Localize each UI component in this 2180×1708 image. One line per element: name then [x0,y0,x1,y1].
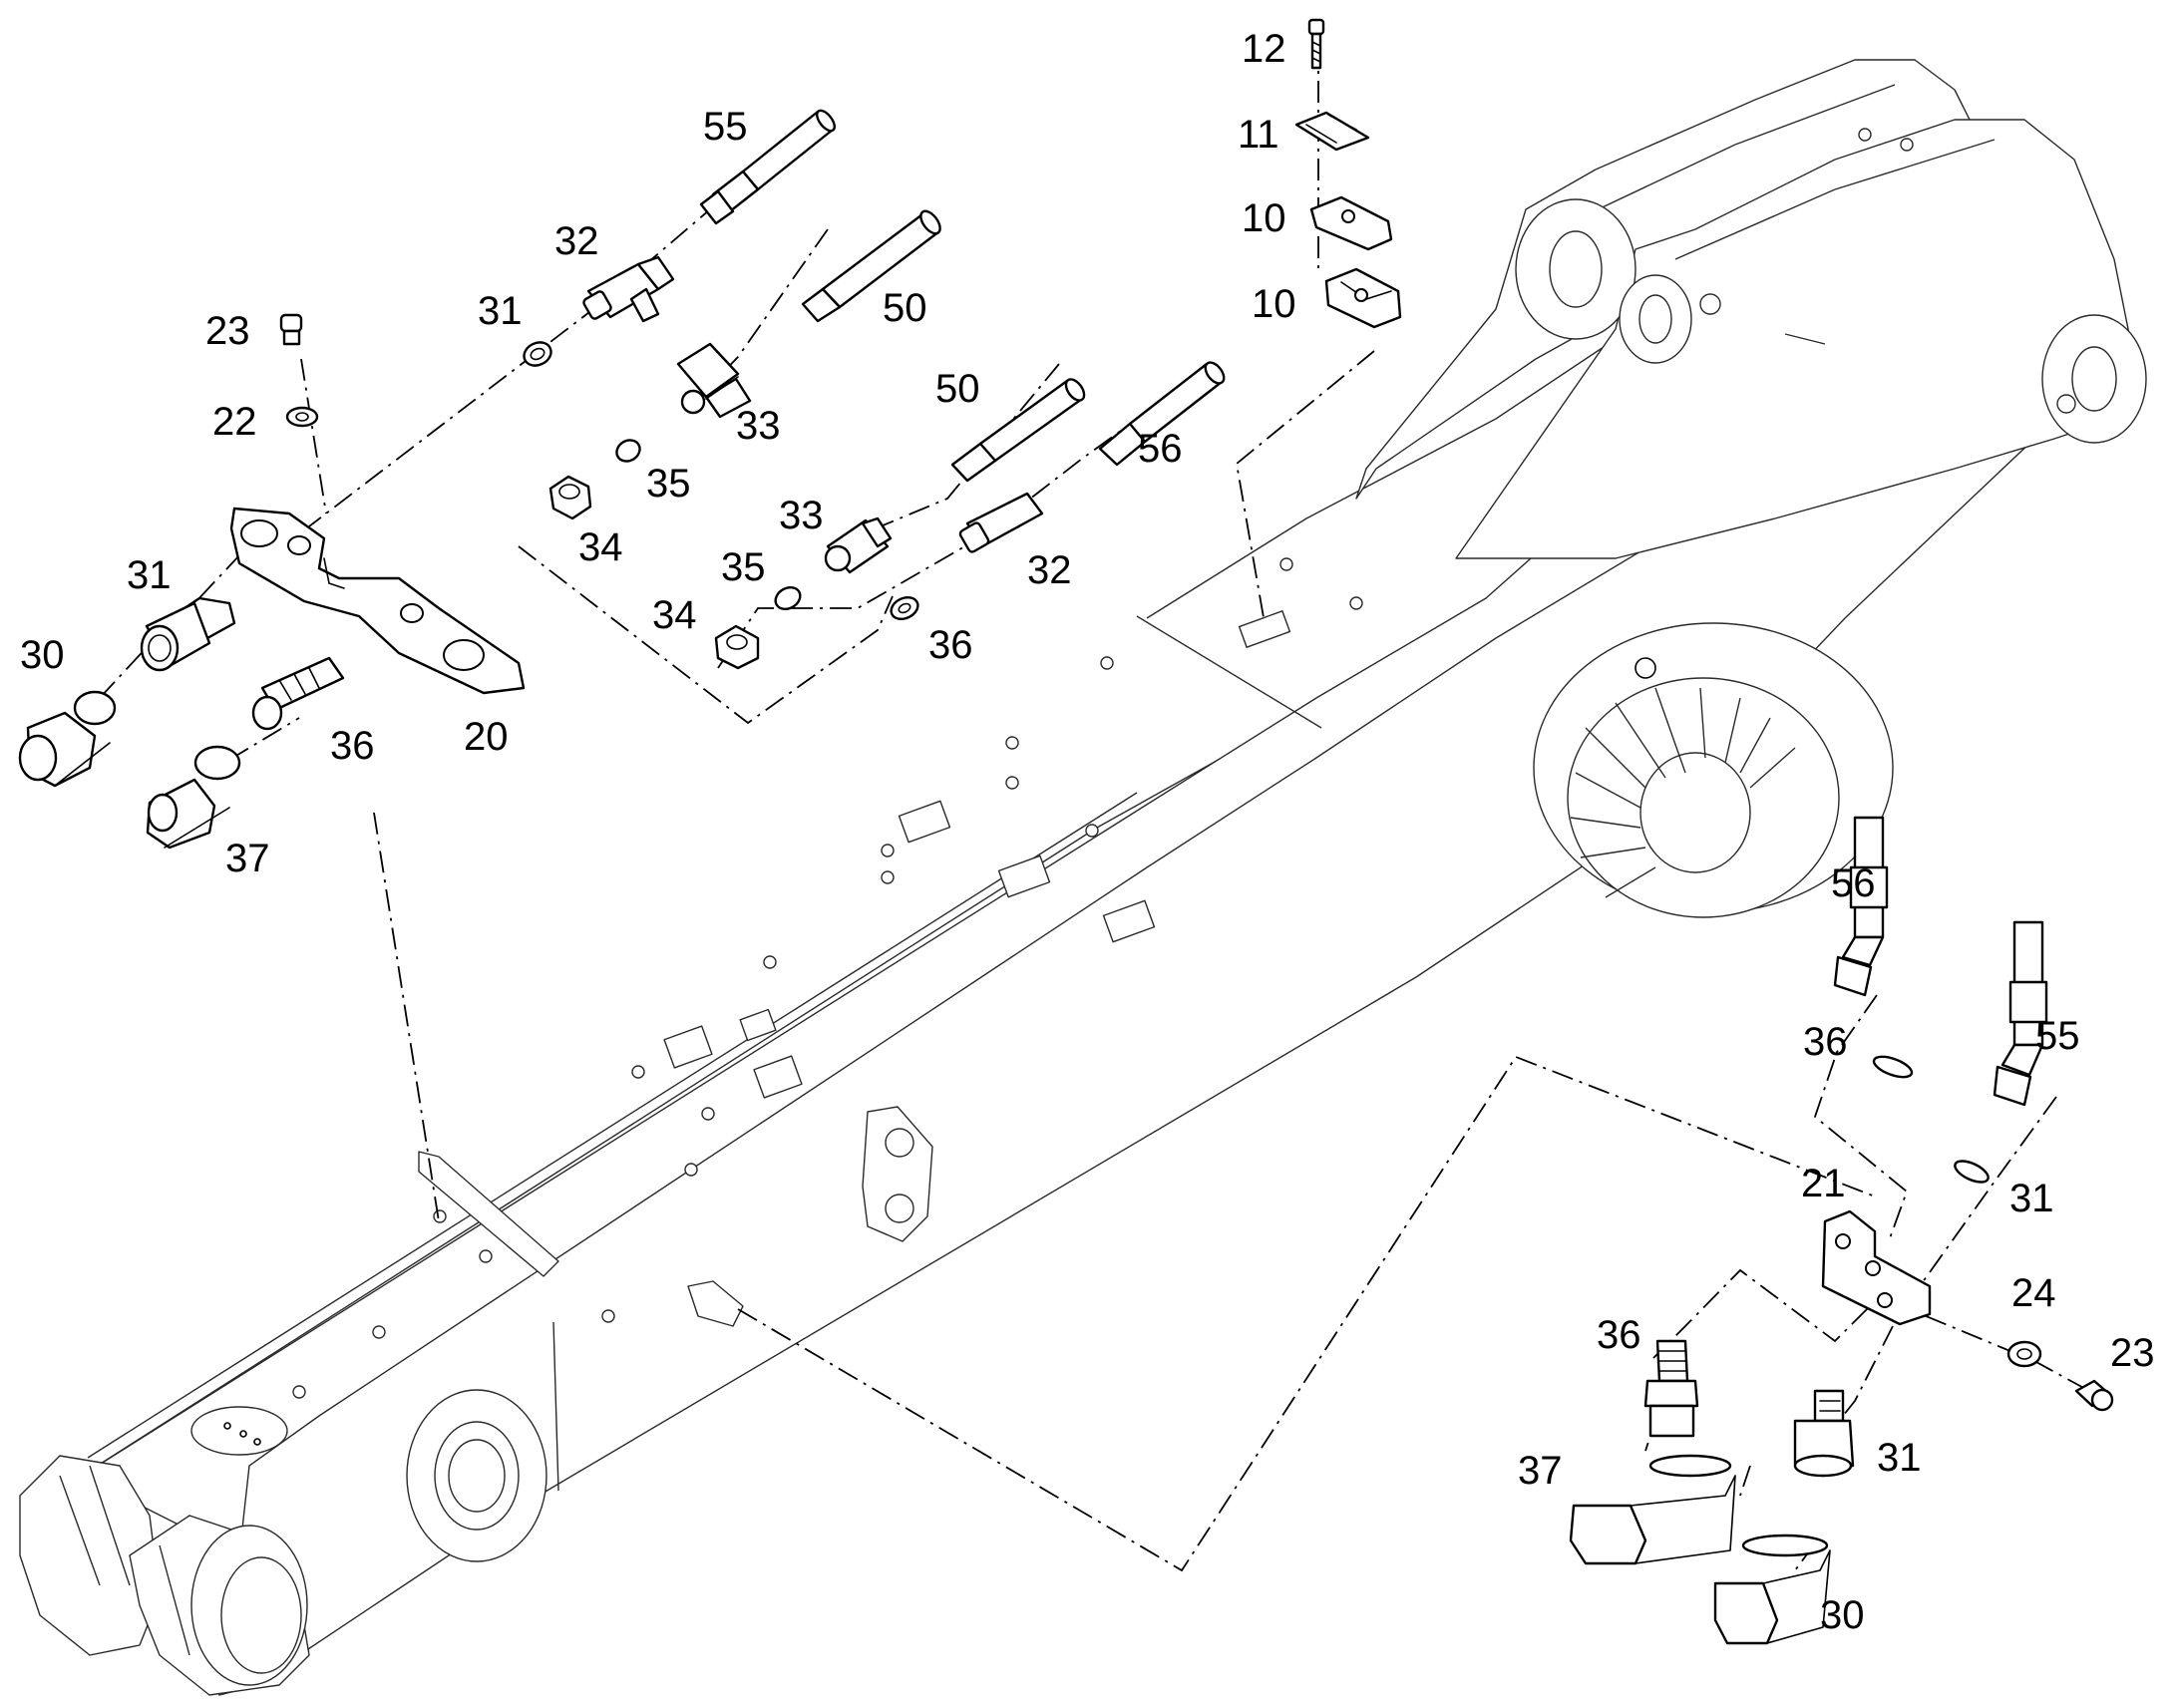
part-32-tee-top [582,255,675,323]
part-number-label-l12: 12 [1242,27,1286,71]
part-number-label-l33b: 33 [779,494,824,537]
part-56-hose-right [1833,816,1889,997]
part-number-label-l10a: 10 [1242,196,1286,240]
part-number-label-l55b: 55 [2035,1014,2080,1058]
part-34-nut-top [548,475,592,520]
part-number-label-l22: 22 [212,400,257,444]
part-number-label-l20: 20 [464,715,509,759]
part-number-label-l33a: 33 [736,404,781,448]
part-number-label-l37a: 37 [225,837,270,880]
part-10-clamp-upper [1309,195,1393,251]
part-36-washer-right [1872,1055,1914,1079]
part-number-label-l55a: 55 [703,105,748,149]
part-37-dustcap-left [146,745,241,850]
part-50-hose-lower [950,378,1086,483]
part-number-label-l11: 11 [1238,113,1279,157]
part-55-hose-right [1993,920,2048,1107]
part-37-dustcap-right [1569,1454,1736,1565]
part-number-label-l36b: 36 [330,724,375,768]
part-20-bracket [229,507,526,695]
boom-arm [19,59,2147,1696]
part-35-sleeve-top [615,439,641,463]
part-11-plate [1294,111,1370,152]
part-number-label-l56b: 56 [1831,861,1876,905]
part-30-dustcap-right [1713,1534,1831,1645]
part-34-nut-lower [714,624,760,670]
part-33-union-middle [824,516,893,574]
part-number-label-l10b: 10 [1252,282,1296,326]
part-number-label-l36c: 36 [1803,1020,1848,1064]
part-31-coupler-right [1793,1389,1855,1478]
part-number-label-l30a: 30 [20,633,65,677]
part-36-washer-middle [890,595,919,621]
part-number-label-l21: 21 [1801,1162,1846,1205]
part-30-dustcap-left [18,690,117,788]
part-number-label-l36a: 36 [928,623,973,667]
part-23-bolt-top [279,313,303,346]
part-33-union-top [676,342,752,419]
part-23-bolt-right [2074,1379,2114,1412]
part-56-hose-top [1098,361,1226,467]
part-number-label-l31d: 31 [1877,1436,1922,1480]
part-35-sleeve-lower [774,585,802,611]
part-number-label-l50a: 50 [883,286,927,330]
part-12-bolt [1307,18,1325,70]
part-number-label-l31b: 31 [127,553,172,597]
part-number-label-l50b: 50 [935,367,980,411]
part-number-label-l30b: 30 [1820,1593,1865,1637]
part-number-label-l56a: 56 [1138,427,1183,471]
part-number-label-l31a: 31 [478,289,523,333]
part-55-hose-top [699,109,836,225]
part-number-label-l32b: 32 [1027,548,1072,592]
part-36-fitting-left [251,656,345,731]
part-number-label-l36d: 36 [1597,1313,1641,1357]
part-number-label-l34b: 34 [652,593,697,637]
part-10-clamp-lower [1324,267,1402,329]
part-number-label-l23b: 23 [2110,1331,2155,1375]
part-31-washer-right [1954,1160,1990,1184]
part-31-coupler-left [140,596,236,672]
part-21-bracket [1821,1209,1932,1326]
part-labels: 12 11 10 10 55 32 31 50 23 33 22 50 56 35 33 34 31 35 32 30… [20,27,2155,1637]
part-50-hose-top [801,209,941,323]
part-number-label-l23a: 23 [205,309,250,353]
part-number-label-l24: 24 [2011,1271,2056,1315]
part-22-washer [285,406,319,428]
part-number-label-l31c: 31 [2009,1177,2054,1220]
part-number-label-l35a: 35 [646,462,691,506]
part-number-label-l37b: 37 [1518,1449,1563,1493]
part-31-nut-top [523,341,552,367]
part-32-fitting-middle [958,492,1044,553]
part-24-washer [2006,1340,2042,1368]
part-36-fitting-right [1643,1339,1699,1438]
part-number-label-l34a: 34 [578,525,623,569]
part-number-label-l32a: 32 [554,219,599,263]
part-number-label-l35b: 35 [721,545,766,589]
